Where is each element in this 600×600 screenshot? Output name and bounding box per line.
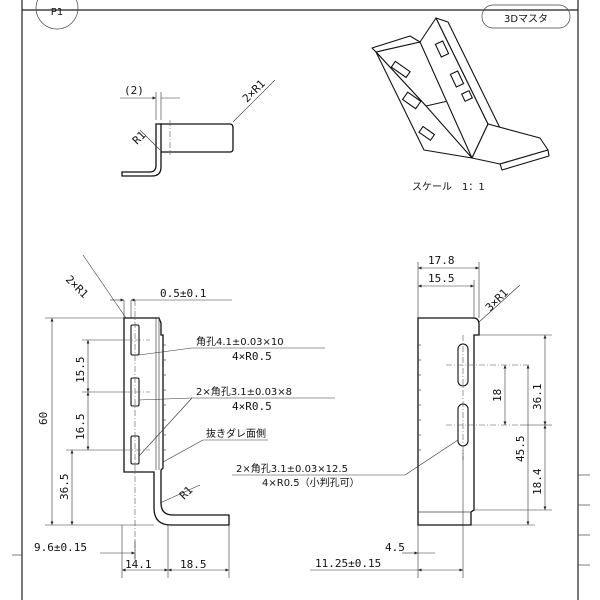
page-number: P1 [51,7,63,18]
side-h-18-dim: 18 [491,389,504,402]
side-note-slot: 2×角孔3.1±0.03×12.5 [236,463,348,475]
side-h-45-5-dim: 45.5 [514,436,527,463]
side-offset-4-5-dim: 4.5 [385,541,405,554]
front-note-square-3: 2×角孔3.1±0.03×8 [196,386,292,398]
front-view [45,254,335,578]
front-pitch-a-dim: 15.5 [74,357,87,384]
scale-label: スケール 1：1 [412,181,485,193]
front-note-square-3-r: 4×R0.5 [232,400,272,413]
front-bend-r-dim: R1 [177,484,196,503]
sheet-border [12,0,590,600]
front-corner-r-dim: 2×R1 [63,273,91,301]
front-note-burr-side: 抜きダレ面側 [206,427,266,440]
front-pitch-b-dim: 16.5 [74,414,87,441]
front-left-edge-dim: 9.6±0.15 [34,541,87,554]
front-hole-ref-dim: 36.5 [58,474,71,501]
top-inner-radius-dim: R1 [130,129,149,148]
front-foot-b-dim: 18.5 [180,558,207,571]
model-tag: 3Dマスタ [481,4,571,29]
front-note-square-4-r: 4×R0.5 [232,350,272,363]
side-note-slot-r: 4×R0.5（小判孔可） [262,477,360,489]
side-h-18-4-dim: 18.4 [531,468,544,495]
side-offset-11-25-dim: 11.25±0.15 [315,557,381,570]
model-tag-label: 3Dマスタ [504,13,548,25]
front-foot-a-dim: 14.1 [125,558,152,571]
top-gap-dim: (2) [124,84,144,97]
front-overall-height-dim: 60 [37,412,50,425]
side-view [232,262,552,578]
side-h-36-1-dim: 36.1 [531,384,544,411]
side-corner-r-dim: 3×R1 [483,286,511,314]
side-width-outer-dim: 17.8 [428,254,455,267]
isometric-view [371,17,550,171]
page-badge: P1 [35,0,79,30]
front-note-square-4: 角孔4.1±0.03×10 [196,336,284,348]
top-view [120,79,276,177]
side-width-inner-dim: 15.5 [428,272,455,285]
front-thickness-dim: 0.5±0.1 [160,287,206,300]
